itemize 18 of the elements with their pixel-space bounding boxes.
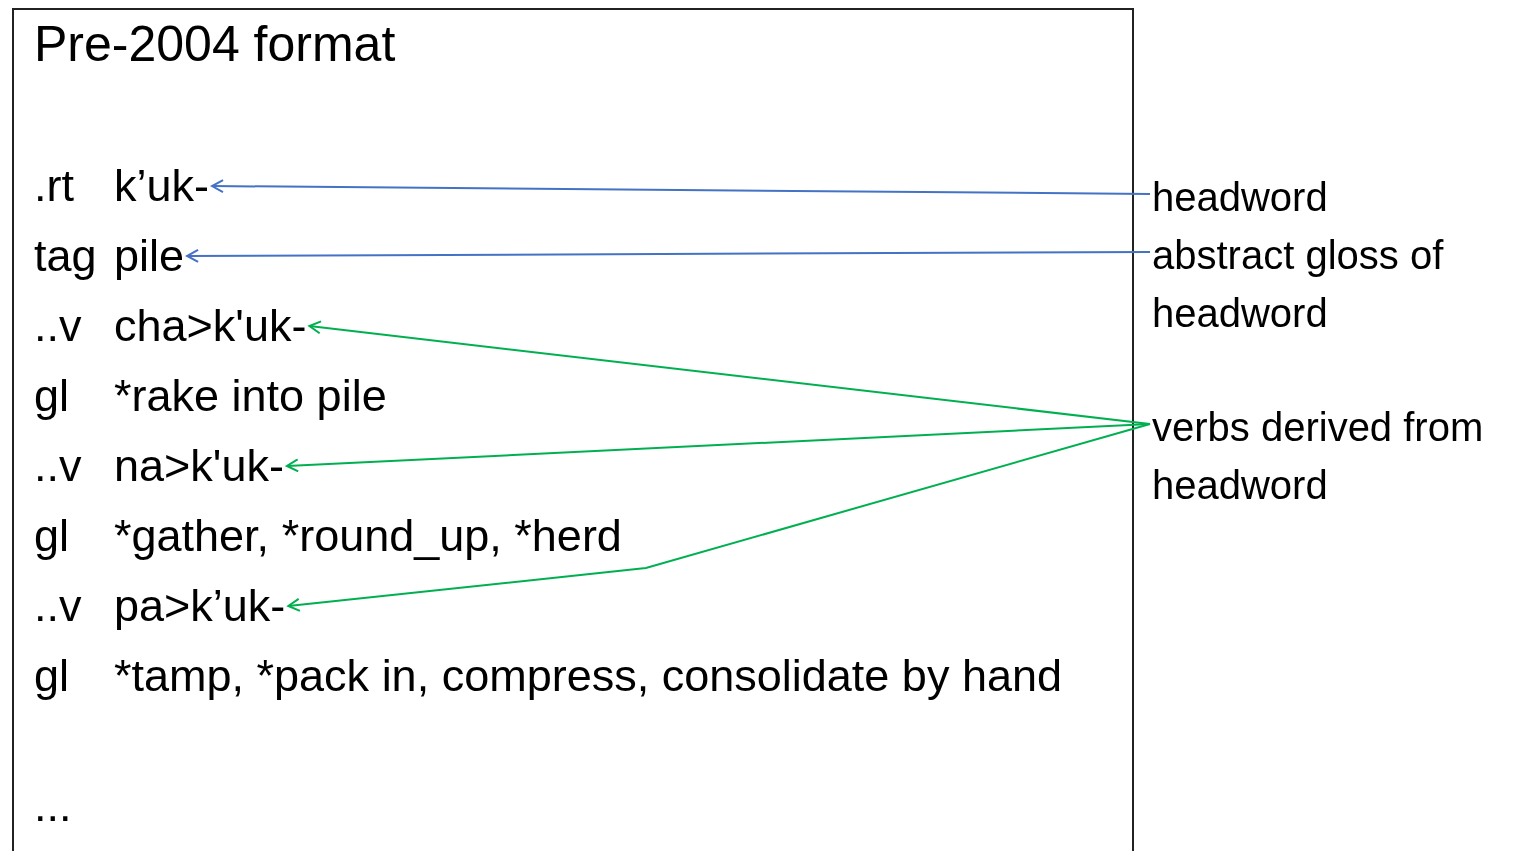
entry-line: tag pile <box>34 228 185 284</box>
entry-line: gl *tamp, *pack in, compress, consolidate by hand <box>34 648 1094 704</box>
entry-line: ..v na>k'uk- <box>34 438 284 494</box>
arrow <box>287 423 1151 612</box>
entry-line: ... <box>34 778 72 834</box>
annotation-text: headword <box>1152 168 1512 226</box>
arrow <box>211 179 1151 195</box>
entry-line: ..v cha>k'uk- <box>34 298 307 354</box>
entry-frame <box>12 8 1134 851</box>
entry-line: gl *gather, *round_up, *herd <box>34 508 622 564</box>
annotation-text: verbs derived from headword <box>1152 398 1524 514</box>
entry-line: .rt k’uk- <box>34 158 209 214</box>
annotation-text: abstract gloss of headword <box>1152 226 1512 342</box>
entry-line: ..v pa>k’uk- <box>34 578 286 634</box>
arrow <box>186 248 1151 263</box>
frame-title: Pre-2004 format <box>34 15 396 74</box>
arrow <box>285 423 1151 473</box>
entry-line: gl *rake into pile <box>34 368 387 424</box>
